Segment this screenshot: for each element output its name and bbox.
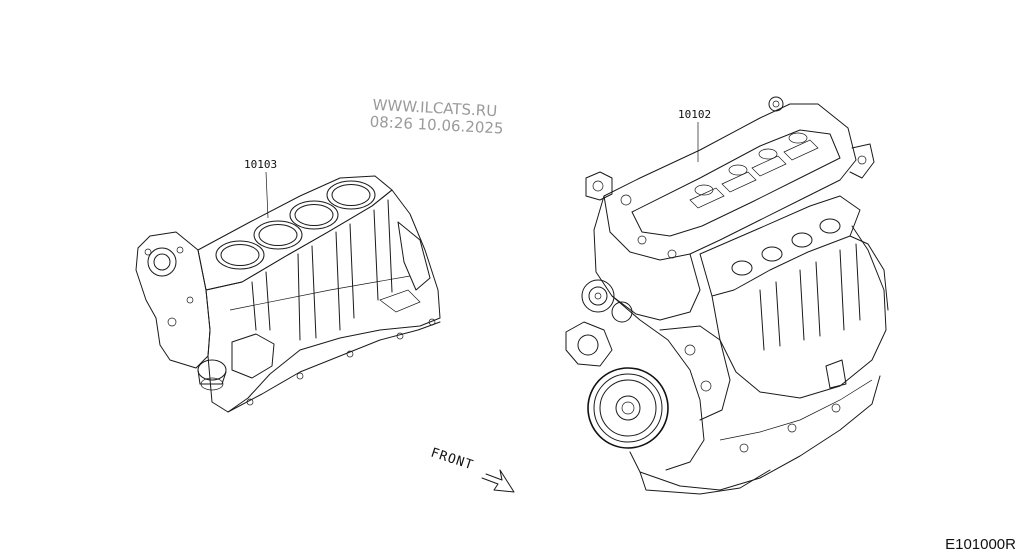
engine-assembly-illustration[interactable]	[565, 96, 889, 495]
callout-10102[interactable]: 10102	[678, 108, 711, 162]
diagram-code: E101000R	[945, 536, 1016, 553]
callout-10103[interactable]: 10103	[244, 158, 277, 219]
watermark: WWW.ILCATS.RU 08:26 10.06.2025	[369, 96, 504, 138]
part-number-label: 10102	[678, 108, 711, 121]
leader-line	[265, 171, 269, 219]
cylinder-block-illustration[interactable]	[135, 175, 441, 413]
part-number-label: 10103	[244, 158, 277, 171]
front-arrow-icon	[481, 469, 515, 493]
front-label: FRONT	[429, 446, 476, 474]
front-direction-indicator: FRONT	[429, 446, 515, 493]
